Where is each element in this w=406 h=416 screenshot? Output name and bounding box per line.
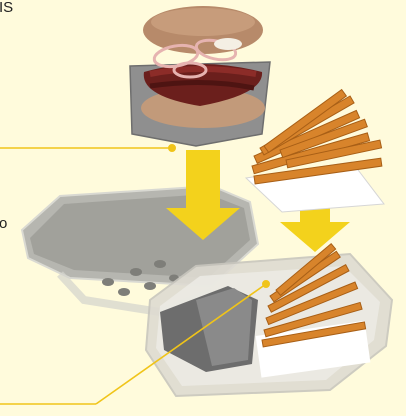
fries-on-paper [246, 90, 384, 212]
burger-illustration [130, 6, 270, 146]
callout-dot-fries [263, 281, 269, 287]
callout-dot-burger [169, 145, 175, 151]
